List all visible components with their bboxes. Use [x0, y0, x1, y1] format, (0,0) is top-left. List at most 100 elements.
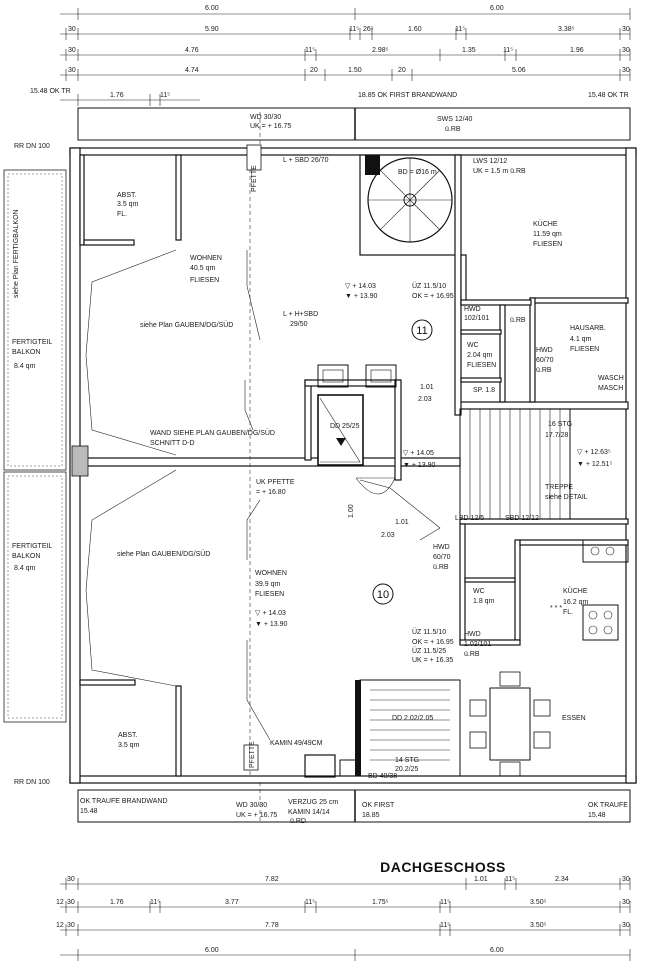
note-pfette-top: PFETTE	[251, 165, 258, 192]
wohnen-11-name: WOHNEN	[190, 255, 222, 262]
dim-top-3: 30	[622, 47, 630, 54]
hwd-b: HWD	[464, 631, 481, 638]
dim-top-4: 30	[622, 67, 630, 74]
ok-first-brandwand: 18.85 OK FIRST BRANDWAND	[358, 92, 457, 99]
note-dd-bottom: DD 2.02/2.05	[392, 715, 433, 722]
top-level-annotations: 15.48 OK TR 18.85 OK FIRST BRANDWAND 15.…	[14, 88, 629, 150]
uz-b1-ok: OK = + 16.95	[412, 639, 454, 646]
sws-rb: ü.RB	[445, 126, 461, 133]
ok-first-bottom-val: 18.85	[362, 812, 380, 819]
note-schnitt: SCHNITT D-D	[150, 440, 195, 447]
uz-b2: ÜZ 11.5/25	[412, 647, 446, 655]
dim-top-2: 30	[68, 26, 76, 33]
note-lhsbd: L + H+SBD	[283, 311, 318, 318]
note-wand: WAND SIEHE PLAN GAUBEN/DG/SÜD	[150, 429, 275, 437]
level-4b: ▼ + 13.90	[255, 621, 288, 628]
dim-bottom-1: 30	[67, 876, 75, 883]
room-labels: ABST. 3.5 qm FL. WOHNEN 40.5 qm FLIESEN …	[117, 192, 606, 749]
note-stars: * * *	[550, 605, 562, 612]
ok-traufe-left-val: 15.48	[80, 808, 98, 815]
balkon-top-name: FERTIGTEIL	[12, 339, 52, 346]
uz-b2-uk: UK = + 16.35	[412, 657, 453, 664]
dim-top-3: 30	[68, 47, 76, 54]
dim-bottom-1: 2.34	[555, 876, 569, 883]
abst-top-name: ABST.	[117, 192, 137, 199]
wohnen-10-area: 39.9 qm	[255, 581, 280, 588]
wc-top-name: WC	[467, 342, 479, 349]
note-pfette-bottom: PFETTE	[249, 741, 256, 768]
note-treppe: TREPPE	[545, 484, 573, 491]
dim-bottom-1: 7.82	[265, 876, 279, 883]
note-sbd: SBD 12/12	[505, 515, 539, 522]
dim-top-5: 1.76	[110, 92, 124, 99]
plan-title: DACHGESCHOSS	[380, 859, 506, 875]
kueche-top-area: 11.59 qm	[533, 231, 562, 238]
level-2b: ▼ + 13.90	[403, 462, 436, 469]
w-203: 2.03	[418, 396, 432, 403]
hwd-b-rb: ü.RB	[464, 651, 480, 658]
dim-top-3: 1.96	[570, 47, 584, 54]
kueche-bottom-area: 16.2 qm	[563, 599, 588, 606]
wd-bottom: WD 30/30	[236, 802, 267, 809]
rr-dn-top: RR DN 100	[14, 143, 50, 150]
dim-top-2: 30	[622, 26, 630, 33]
dim-top-2: 11⁵	[455, 26, 465, 33]
note-stg-top-ratio: 17.7/28	[545, 432, 568, 439]
opening-labels: ÜZ 11.5/10 OK = + 16.95 HWD 102/101 ü.RB…	[348, 282, 554, 664]
wd-top-uk: UK = + 16.75	[250, 123, 291, 130]
balkon-top-area: 8.4 qm	[14, 363, 36, 370]
level-3b: ▼ + 12.51⁵	[577, 461, 612, 468]
balkon-bottom-name: FERTIGTEIL	[12, 543, 52, 550]
level-marks: ▽ + 14.03 ▼ + 13.90 ▽ + 14.05 ▼ + 13.90 …	[255, 283, 612, 628]
ok-tr-left: 15.48 OK TR	[30, 88, 71, 95]
note-dd-top: DD 25/25	[330, 423, 360, 430]
dim-bottom-2: 3.77	[225, 899, 239, 906]
dim-bottom-2: 11⁵	[305, 899, 315, 906]
dim-bottom-3: 30	[67, 922, 75, 929]
dim-top-4: 1.50	[348, 67, 362, 74]
note-uk-pfette-val: = + 16.80	[256, 489, 286, 496]
dim-top-4: 5.06	[512, 67, 526, 74]
wohnen-10-name: WOHNEN	[255, 570, 287, 577]
dim-bottom-2: 3.50⁵	[530, 899, 547, 906]
note-masch: MASCH	[598, 385, 623, 392]
uz-b1: ÜZ 11.5/10	[412, 628, 446, 636]
hwd-lo-sz: 60/70	[433, 554, 451, 561]
ok-top: OK = + 16.95	[412, 293, 454, 300]
level-4a: ▽ + 14.03	[255, 610, 286, 617]
hausarb-name: HAUSARB.	[570, 325, 606, 332]
note-lws-uk: UK = 1.5 m ü.RB	[473, 168, 526, 175]
top-dimension-chains: 6.00 6.00 30 5.90 11⁵ 26⁵ 1.60 11⁵ 3.38⁵…	[60, 5, 631, 106]
wc-top-floor: FLIESEN	[467, 362, 496, 369]
wohnen-10-floor: FLIESEN	[255, 591, 284, 598]
dim-top-3: 11⁵	[305, 47, 315, 54]
unit-markers: 11 10	[372, 319, 433, 605]
wc-bottom-name: WC	[473, 588, 485, 595]
wc-top-area: 2.04 qm	[467, 352, 492, 359]
dim-top-3: 11⁵	[503, 47, 513, 54]
wc-bottom-area: 1.8 qm	[473, 598, 495, 605]
dim-top-2: 5.90	[205, 26, 219, 33]
note-wasch: WASCH	[598, 375, 624, 382]
balconies: siehe Plan FERTIGBALKON FERTIGTEIL BALKO…	[3, 169, 89, 723]
dim-bottom-3: 12	[56, 922, 64, 929]
dim-top-4: 20	[398, 67, 406, 74]
note-bd: BD = Ø16 m	[398, 169, 437, 176]
hwd-mid-sz: 60/70	[536, 357, 554, 364]
dim-bottom-2: 12	[56, 899, 64, 906]
plan-notes: siehe Plan GAUBEN/DG/SÜD siehe Plan GAUB…	[117, 157, 624, 780]
ok-traufe-right: OK TRAUFE	[588, 802, 628, 809]
note-stg-bottom-ratio: 20.2/25	[395, 766, 418, 773]
rr-dn-bottom: RR DN 100	[14, 779, 50, 786]
hausarb-floor: FLIESEN	[570, 346, 599, 353]
hausarb-area: 4.1 qm	[570, 336, 592, 343]
kueche-top-floor: FLIESEN	[533, 241, 562, 248]
dim-bottom-1: 1.01	[474, 876, 488, 883]
note-lsbd: L + SBD 26/70	[283, 157, 329, 164]
abst-bottom-name: ABST.	[118, 732, 138, 739]
hwd-top: HWD	[464, 306, 481, 313]
dim-bottom-3: 3.50⁵	[530, 922, 547, 929]
dim-top-1a: 6.00	[205, 5, 219, 12]
abst-top-floor: FL.	[117, 211, 127, 218]
dim-top-2: 3.38⁵	[558, 26, 575, 33]
